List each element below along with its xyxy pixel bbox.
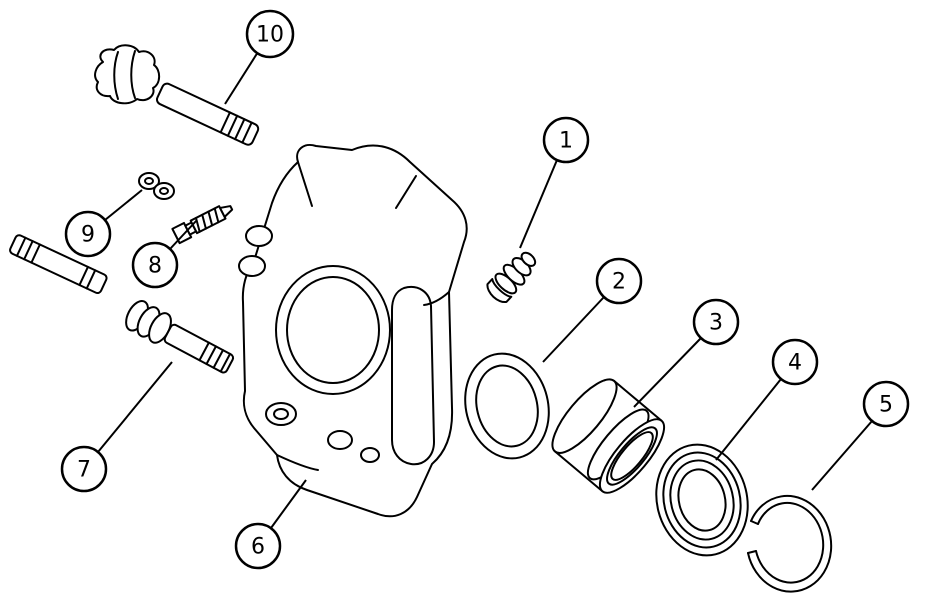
callout-8: 8 [131, 241, 179, 289]
callout-3: 3 [692, 298, 740, 346]
callout-6-label: 6 [251, 535, 265, 560]
guide-pin [155, 82, 260, 146]
bolt-plug [486, 251, 537, 303]
leader-lines [97, 51, 873, 529]
retaining-snap-ring [747, 494, 833, 593]
caliper-piston [551, 378, 666, 494]
callout-2-label: 2 [612, 270, 626, 295]
washers [138, 172, 175, 200]
callout-10-label: 10 [256, 23, 284, 48]
callout-9: 9 [64, 210, 112, 258]
pin-bolt-with-boot [125, 300, 235, 374]
piston-seal-ring [464, 352, 550, 460]
callout-7-label: 7 [77, 458, 91, 483]
callout-1-label: 1 [559, 129, 573, 154]
callout-5-label: 5 [879, 393, 893, 418]
caliper-housing [238, 144, 468, 518]
callout-9-label: 9 [81, 223, 95, 248]
dust-boot [655, 443, 749, 557]
callout-4-label: 4 [788, 351, 802, 376]
callout-10: 10 [245, 9, 295, 59]
guide-pin-boot [94, 44, 161, 105]
callout-4: 4 [771, 338, 819, 386]
guide-pin-long [9, 234, 108, 295]
callout-7: 7 [60, 445, 108, 493]
callout-3-label: 3 [709, 311, 723, 336]
callout-1: 1 [542, 116, 590, 164]
callout-8-label: 8 [148, 254, 162, 279]
callout-2: 2 [595, 257, 643, 305]
callout-6: 6 [234, 522, 282, 570]
bleeder-screw [171, 205, 234, 245]
callout-5: 5 [862, 380, 910, 428]
